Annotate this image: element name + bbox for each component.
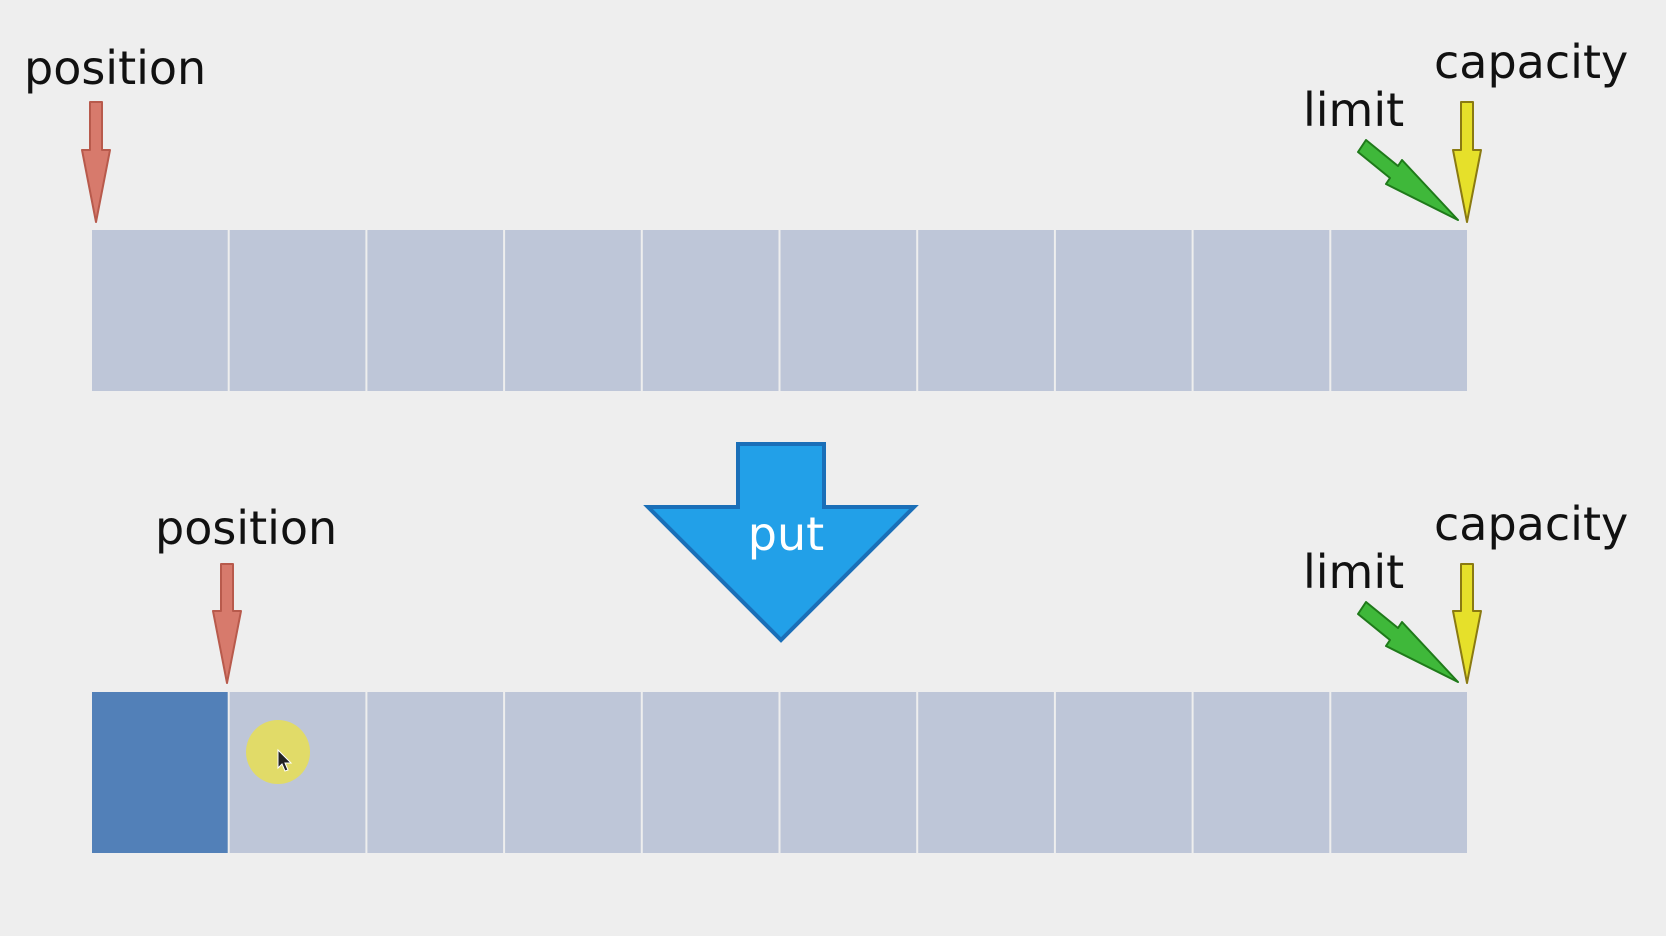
buffer-cell-after bbox=[642, 692, 779, 853]
cell-row-after bbox=[92, 692, 1467, 853]
cell-row-before bbox=[92, 230, 1467, 391]
buffer-cell-before bbox=[92, 230, 228, 391]
capacity-arrow-after bbox=[1452, 563, 1482, 684]
buffer-cell-before bbox=[1055, 230, 1192, 391]
buffer-cell-before bbox=[229, 230, 366, 391]
buffer-cell-after bbox=[367, 692, 504, 853]
buffer-cell-before bbox=[1193, 230, 1330, 391]
buffer-cell-before bbox=[1331, 230, 1467, 391]
limit-label-before: limit bbox=[1303, 83, 1404, 137]
buffer-cell-after bbox=[1331, 692, 1467, 853]
limit-label-after: limit bbox=[1303, 545, 1404, 599]
buffer-cell-filled-after bbox=[92, 692, 228, 853]
buffer-cell-before bbox=[642, 230, 779, 391]
position-label-after: position bbox=[155, 501, 337, 555]
put-operation: put bbox=[643, 442, 919, 643]
limit-arrow-before bbox=[1357, 139, 1459, 221]
buffer-cell-after bbox=[505, 692, 641, 853]
position-label-before: position bbox=[24, 41, 206, 95]
capacity-label-after: capacity bbox=[1434, 497, 1628, 551]
cursor bbox=[246, 720, 310, 784]
put-label: put bbox=[748, 507, 824, 561]
capacity-arrow-before bbox=[1452, 101, 1482, 223]
position-arrow-before bbox=[81, 101, 111, 223]
buffer-before: position limit capacity bbox=[24, 35, 1628, 391]
mouse-pointer-icon bbox=[277, 748, 293, 772]
buffer-cell-before bbox=[780, 230, 917, 391]
buffer-cell-before bbox=[918, 230, 1054, 391]
position-arrow-after bbox=[212, 563, 242, 684]
buffer-cell-after bbox=[1055, 692, 1192, 853]
limit-arrow-after bbox=[1357, 601, 1459, 683]
buffer-cell-after bbox=[780, 692, 917, 853]
buffer-cell-after bbox=[1193, 692, 1330, 853]
buffer-cell-before bbox=[505, 230, 641, 391]
buffer-after: position limit capacity bbox=[92, 497, 1628, 853]
buffer-cell-after bbox=[918, 692, 1054, 853]
capacity-label-before: capacity bbox=[1434, 35, 1628, 89]
buffer-cell-before bbox=[367, 230, 504, 391]
down-arrow-icon bbox=[643, 442, 919, 643]
